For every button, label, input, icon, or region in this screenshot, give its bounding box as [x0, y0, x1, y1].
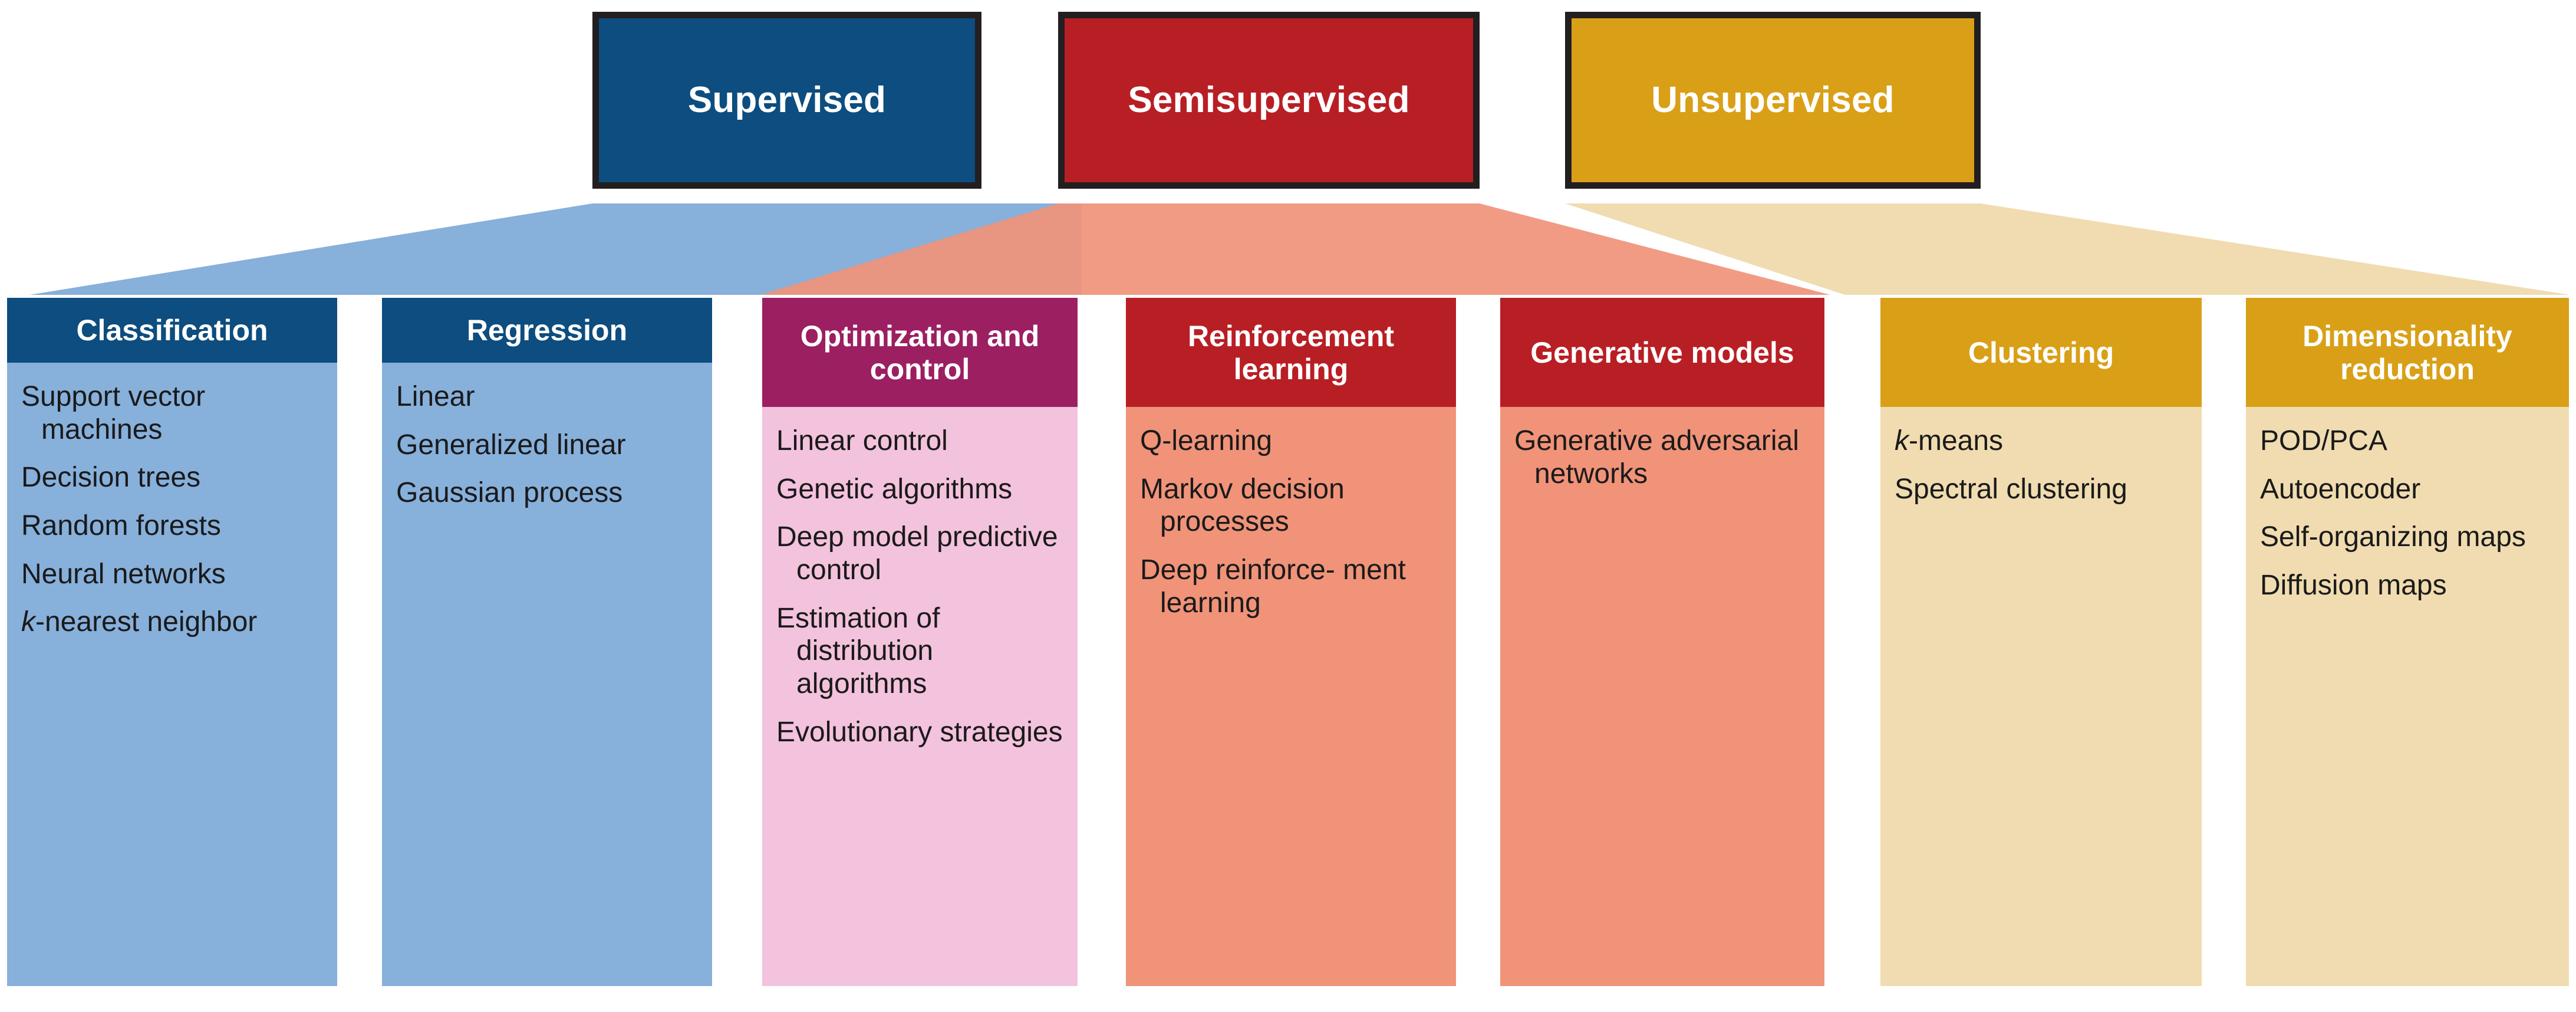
column-header-label: Generative models — [1530, 336, 1794, 369]
list-item: k-nearest neighbor — [21, 606, 258, 638]
column-header-reinforcement-learning: Reinforcement learning — [1126, 298, 1456, 407]
list-item: Generative adversarial networks — [1514, 425, 1799, 489]
column-header-label: Optimization and control — [800, 319, 1040, 386]
top-category-label: Unsupervised — [1651, 80, 1895, 120]
list-item: Q-learning — [1140, 425, 1273, 456]
column-body-generative-models: Generative adversarial networks — [1500, 407, 1824, 986]
column-header-label: Reinforcement learning — [1187, 319, 1395, 386]
list-item: k-means — [1895, 425, 2004, 456]
list-item: Autoencoder — [2260, 473, 2421, 505]
list-item: POD/PCA — [2260, 425, 2388, 456]
column-header-label: Dimensionality reduction — [2302, 319, 2512, 386]
column-header-regression: Regression — [382, 298, 712, 363]
list-item: Estimation of distribution algorithms — [776, 602, 940, 700]
list-item: Evolutionary strategies — [776, 716, 1063, 748]
top-category-unsupervised[interactable]: Unsupervised — [1565, 12, 1981, 189]
list-item: Genetic algorithms — [776, 473, 1013, 505]
top-category-semisupervised[interactable]: Semisupervised — [1058, 12, 1480, 189]
top-category-label: Semisupervised — [1128, 80, 1410, 120]
list-item: Support vector machines — [21, 381, 206, 445]
list-item: Neural networks — [21, 558, 226, 590]
column-header-generative-models: Generative models — [1500, 298, 1824, 407]
list-item: Linear — [396, 381, 475, 412]
list-item: Spectral clustering — [1895, 473, 2127, 505]
list-item: Decision trees — [21, 462, 201, 494]
list-item: Self-organizing maps — [2260, 521, 2526, 553]
list-item: Random forests — [21, 510, 221, 542]
column-header-classification: Classification — [7, 298, 337, 363]
top-category-label: Supervised — [687, 80, 887, 120]
column-header-optimization-and-control: Optimization and control — [762, 298, 1078, 407]
list-item: Markov decision processes — [1140, 473, 1345, 538]
list-item: Deep reinforce- ment learning — [1140, 554, 1406, 619]
column-header-label: Regression — [466, 314, 628, 347]
list-item: Linear control — [776, 425, 948, 456]
top-category-supervised[interactable]: Supervised — [592, 12, 981, 189]
column-header-clustering: Clustering — [1880, 298, 2202, 407]
column-header-label: Clustering — [1968, 336, 2114, 369]
list-item: Diffusion maps — [2260, 570, 2447, 602]
list-item: Generalized linear — [396, 429, 626, 461]
list-item: Deep model predictive control — [776, 521, 1058, 586]
column-header-label: Classification — [76, 314, 268, 347]
list-item: Gaussian process — [396, 477, 623, 509]
column-header-dimensionality-reduction: Dimensionality reduction — [2246, 298, 2569, 407]
